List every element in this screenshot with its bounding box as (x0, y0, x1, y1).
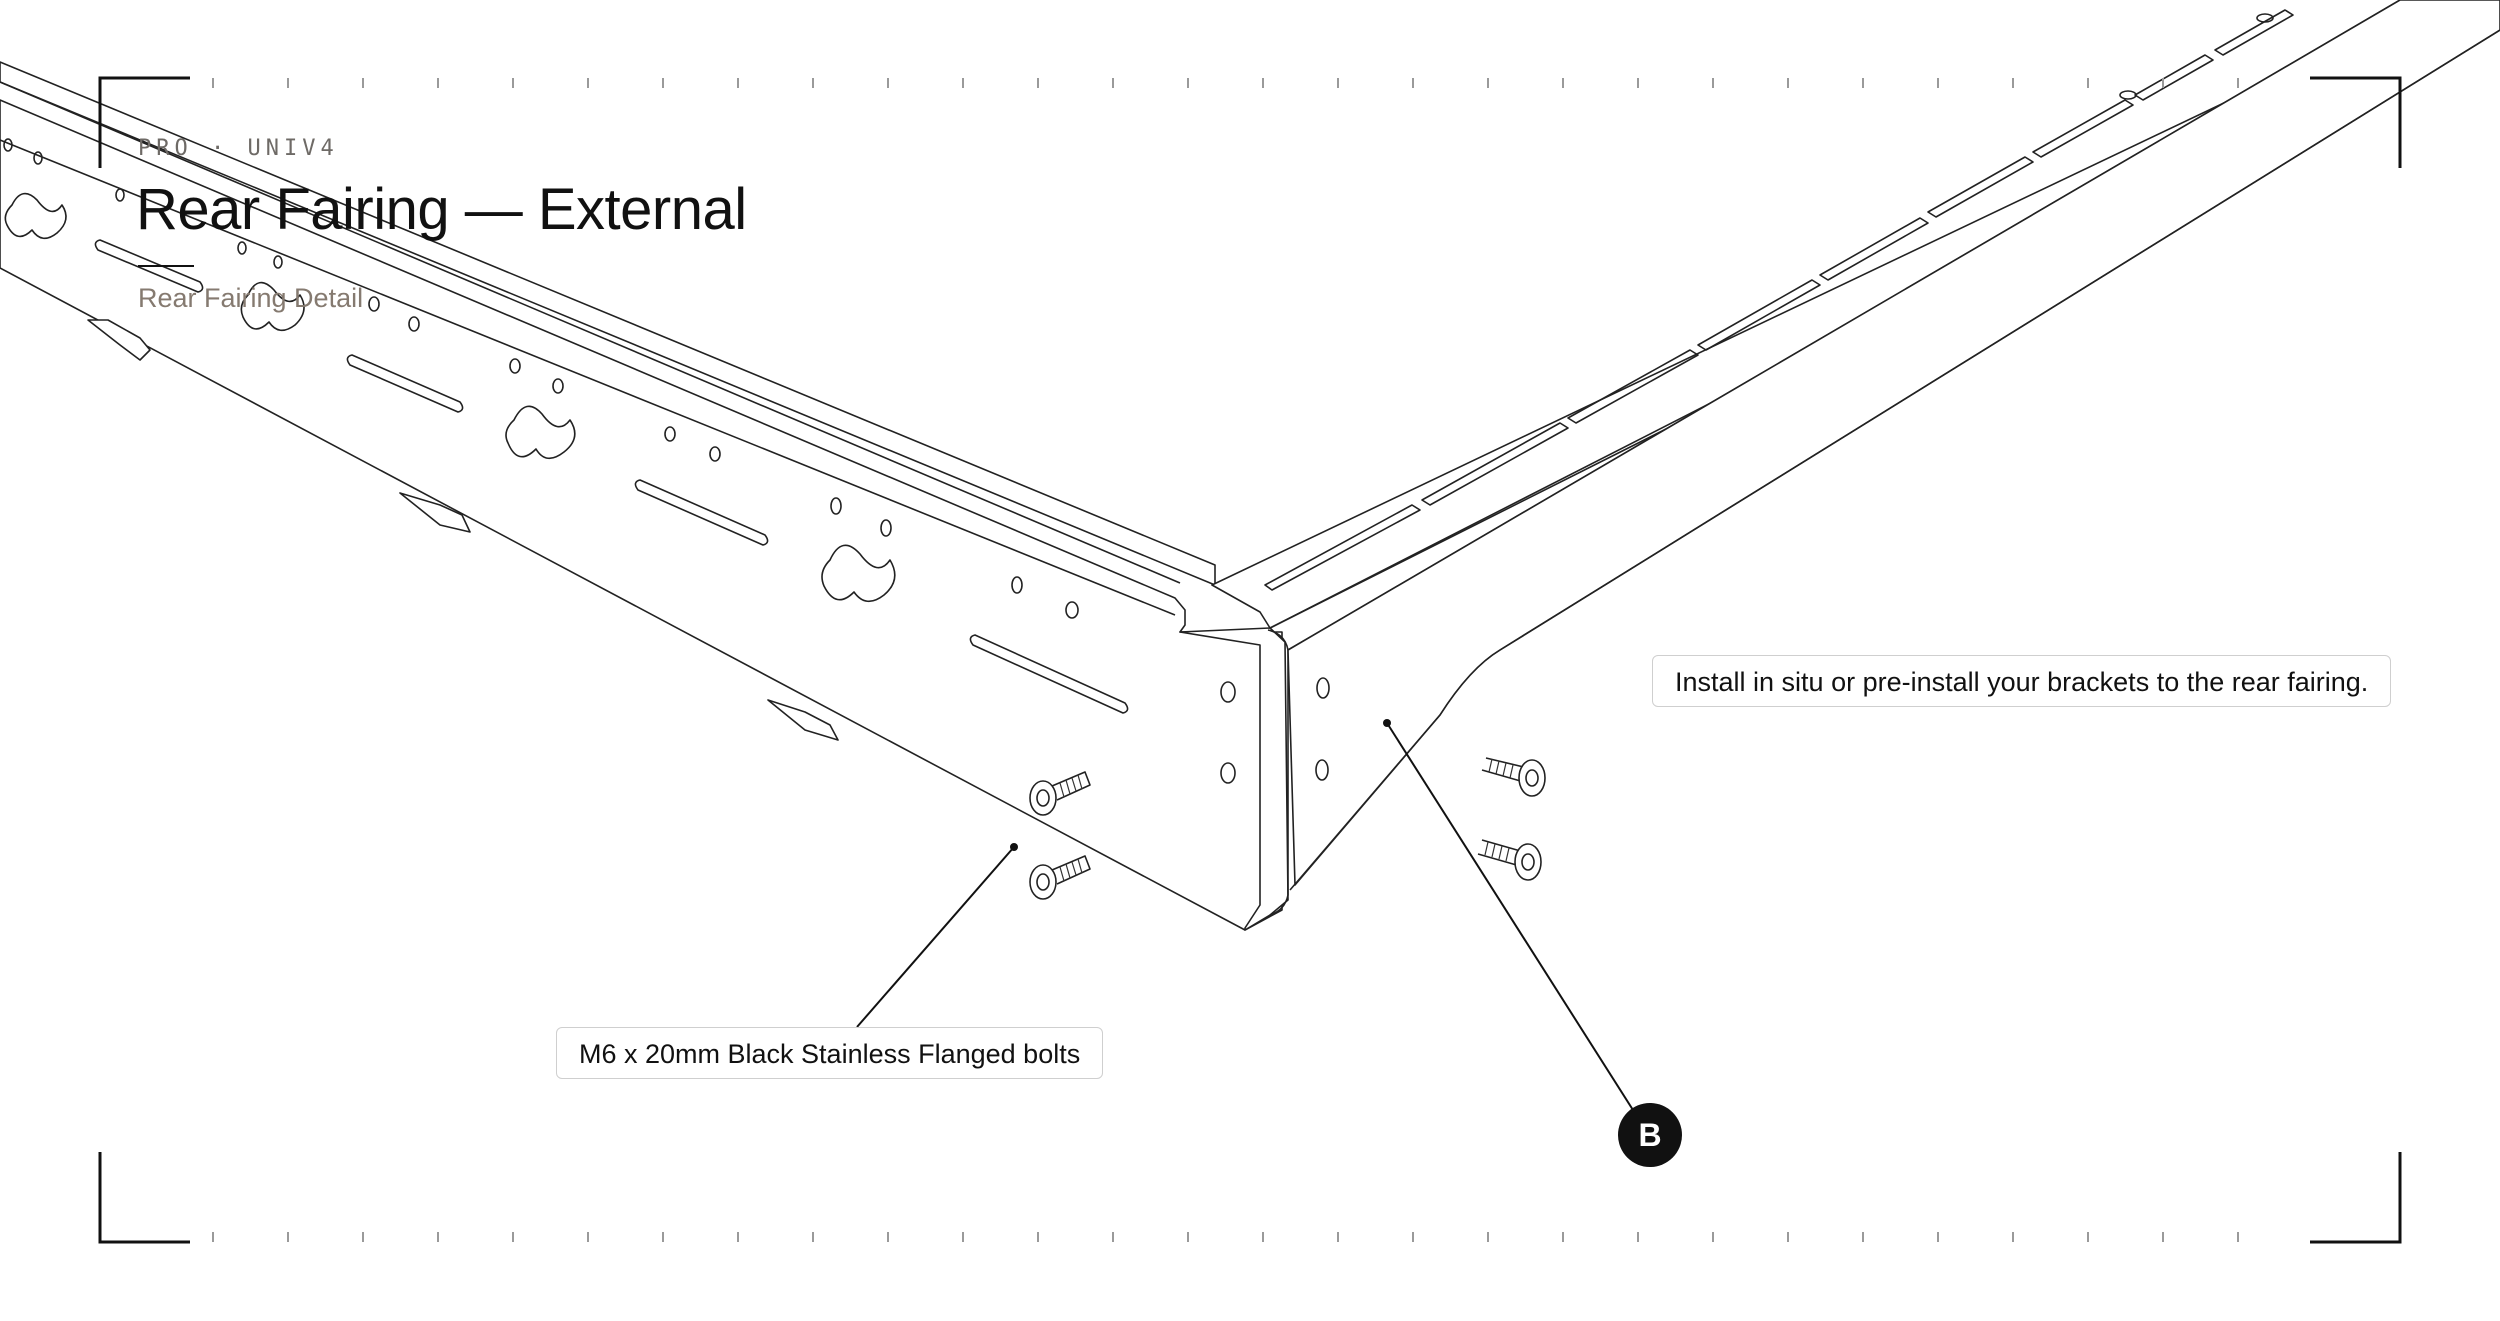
keyhole-cutouts (4, 192, 896, 603)
section-eyebrow: PRO · UNIV4 (138, 136, 339, 161)
right-rail-slots (1264, 9, 2294, 591)
leader-bolts (856, 843, 1018, 1028)
bolt-left-upper (1029, 771, 1091, 816)
end-plate (1179, 627, 1289, 931)
page-subtitle: Rear Fairing Detail (138, 283, 364, 313)
callout-install: Install in situ or pre-install your brac… (1652, 655, 2392, 707)
left-rail (0, 61, 1283, 931)
marker-badge-b: B (1618, 1103, 1682, 1167)
callout-bolts: M6 x 20mm Black Stainless Flanged bolts (556, 1027, 1104, 1079)
crop-marks (98, 76, 2402, 1244)
rail-holes (3, 138, 1079, 619)
title-divider (138, 265, 194, 267)
bolt-left-lower (1029, 855, 1091, 900)
rail-slots (94, 239, 1129, 714)
right-rail (1211, 0, 2500, 891)
ruler-ticks-bottom (212, 1232, 2239, 1242)
leader-marker-b (1383, 719, 1634, 1111)
bolt-right-lower (1477, 839, 1542, 881)
ruler-ticks-top (212, 78, 2239, 88)
page-title: Rear Fairing — External (136, 177, 747, 242)
bolt-right-upper (1481, 757, 1546, 797)
